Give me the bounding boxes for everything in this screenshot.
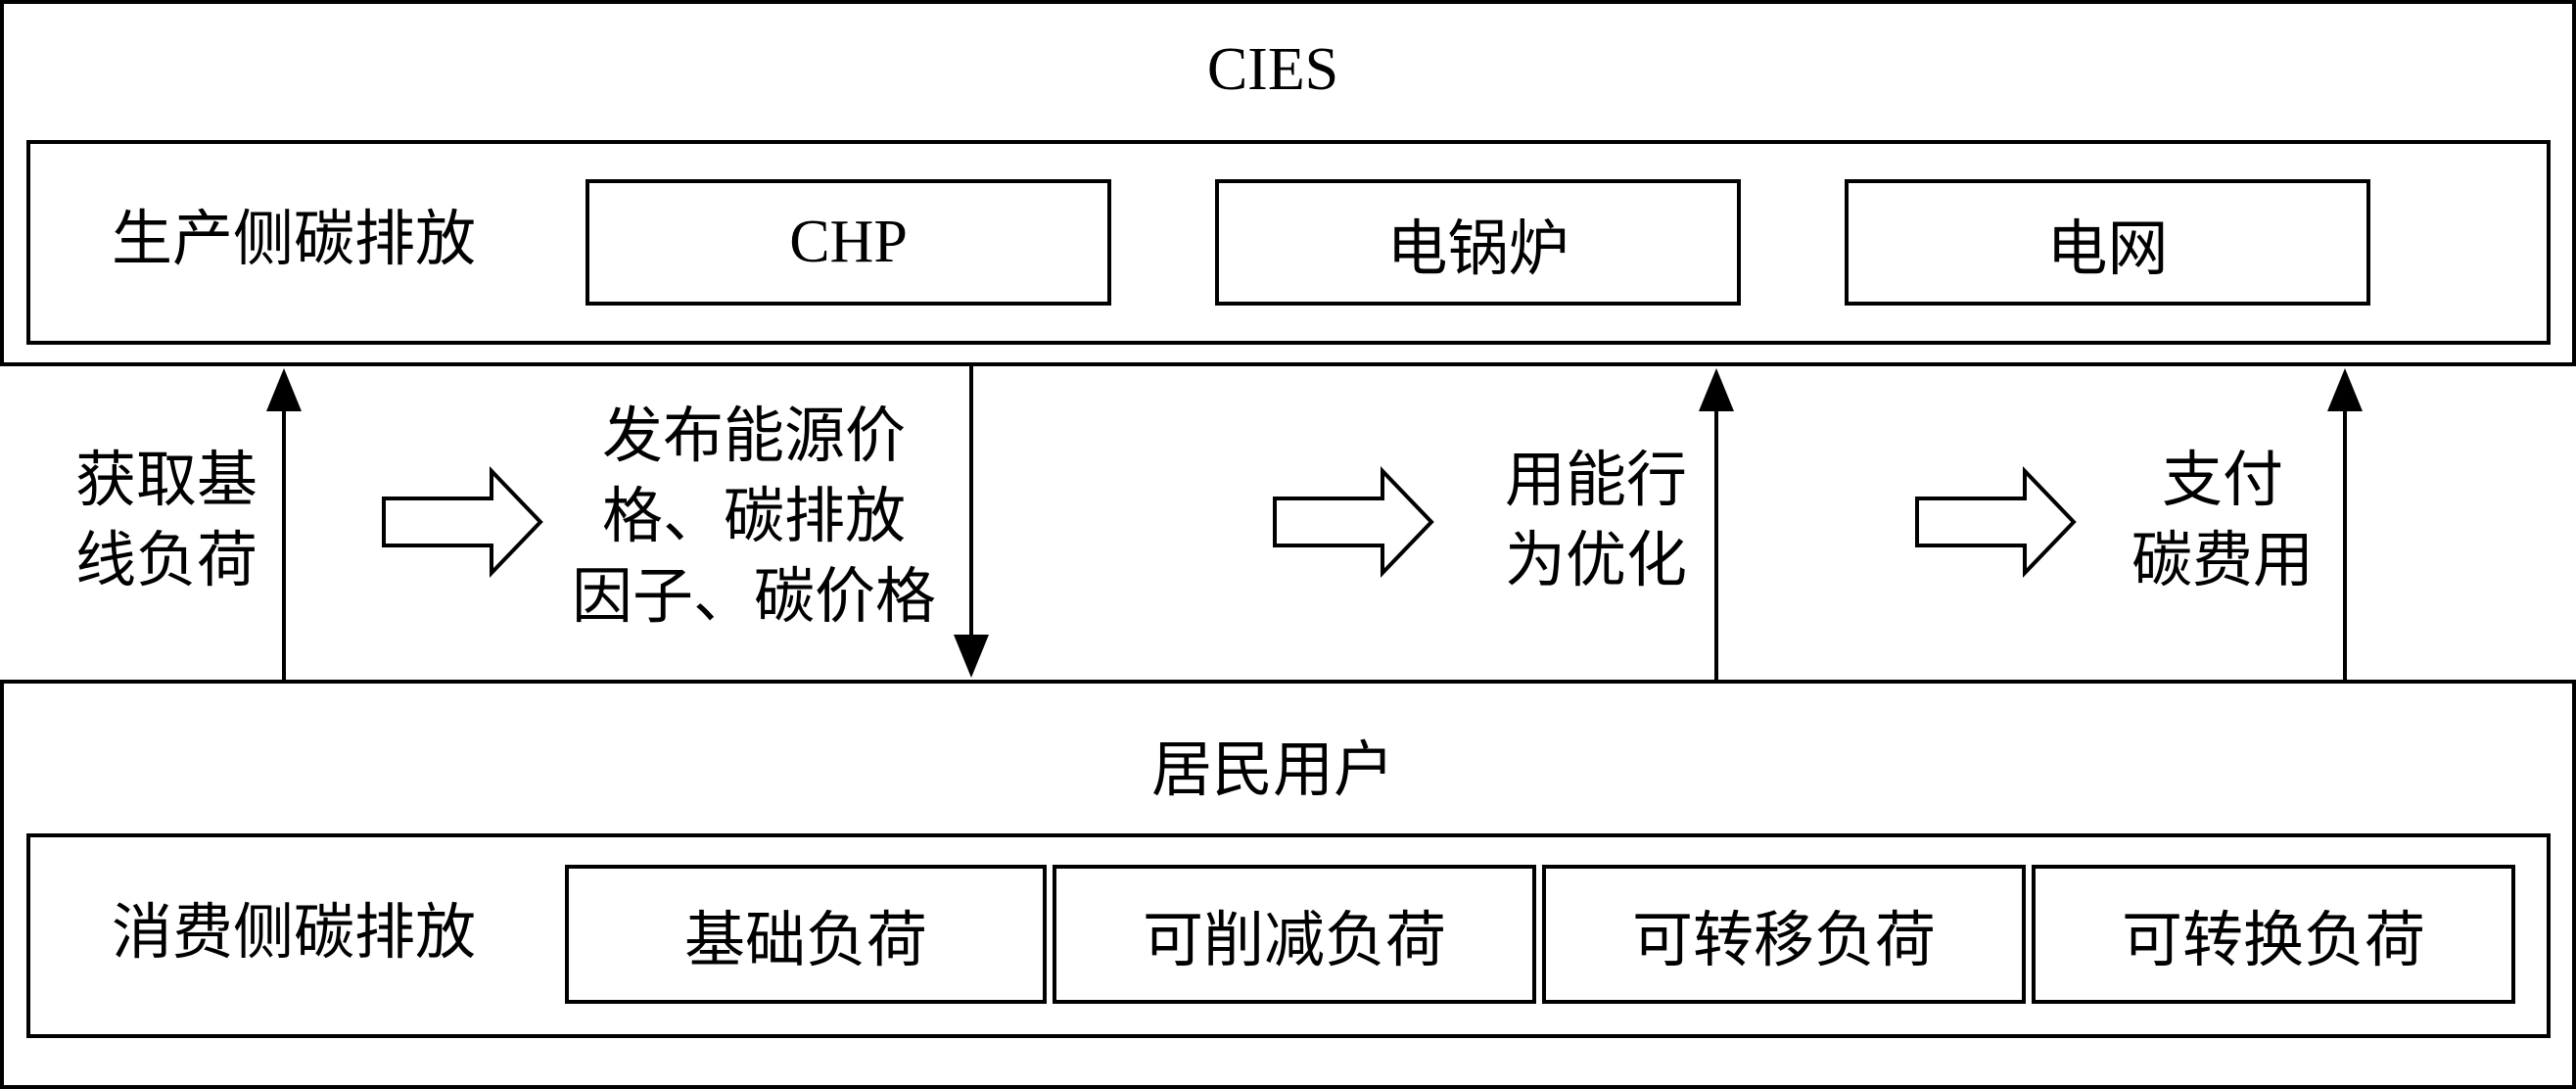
cies-title: CIES: [1206, 36, 1339, 103]
baseline-label: 获取基 线负荷: [49, 441, 284, 601]
publish-line-2: 格、碳排放: [601, 484, 906, 550]
publish-line-1: 发布能源价: [601, 403, 906, 470]
production-emission-label: 生产侧碳排放: [111, 207, 476, 273]
reducible-load-label: 可削减负荷: [1142, 908, 1446, 974]
pay-label: 支付 碳费用: [2100, 441, 2345, 601]
chp-box: CHP: [585, 179, 1111, 306]
chp-label: CHP: [789, 209, 908, 275]
optimize-up-arrow: [1699, 368, 1734, 680]
pay-line-2: 碳费用: [2131, 528, 2314, 594]
reducible-load-box: 可削减负荷: [1053, 865, 1536, 1004]
publish-down-arrow: [954, 366, 989, 678]
baseline-up-arrow: [266, 368, 302, 680]
optimize-line-2: 为优化: [1504, 528, 1687, 594]
baseline-line-2: 线负荷: [74, 528, 258, 594]
power-grid-box: 电网: [1845, 179, 2370, 306]
pay-up-arrow: [2327, 368, 2363, 680]
publish-label: 发布能源价 格、碳排放 因子、碳价格: [548, 397, 960, 638]
optimize-line-1: 用能行: [1504, 448, 1687, 514]
electric-boiler-box: 电锅炉: [1215, 179, 1741, 306]
base-load-label: 基础负荷: [683, 908, 927, 974]
right-block-arrow-2: [1273, 466, 1434, 578]
publish-line-3: 因子、碳价格: [571, 564, 936, 631]
optimize-label: 用能行 为优化: [1474, 441, 1718, 601]
shiftable-load-box: 可转移负荷: [1542, 865, 2026, 1004]
electric-boiler-label: 电锅炉: [1386, 215, 1569, 283]
resident-title: 居民用户: [1150, 737, 1394, 804]
consumption-emission-label: 消费侧碳排放: [111, 900, 476, 967]
convertible-load-label: 可转换负荷: [2121, 908, 2425, 974]
right-block-arrow-1: [382, 466, 543, 578]
baseline-line-1: 获取基: [74, 448, 258, 514]
base-load-box: 基础负荷: [565, 865, 1047, 1004]
right-block-arrow-3: [1915, 466, 2077, 578]
pay-line-1: 支付: [2161, 448, 2283, 514]
shiftable-load-label: 可转移负荷: [1631, 908, 1936, 974]
power-grid-label: 电网: [2046, 215, 2169, 283]
convertible-load-box: 可转换负荷: [2032, 865, 2515, 1004]
